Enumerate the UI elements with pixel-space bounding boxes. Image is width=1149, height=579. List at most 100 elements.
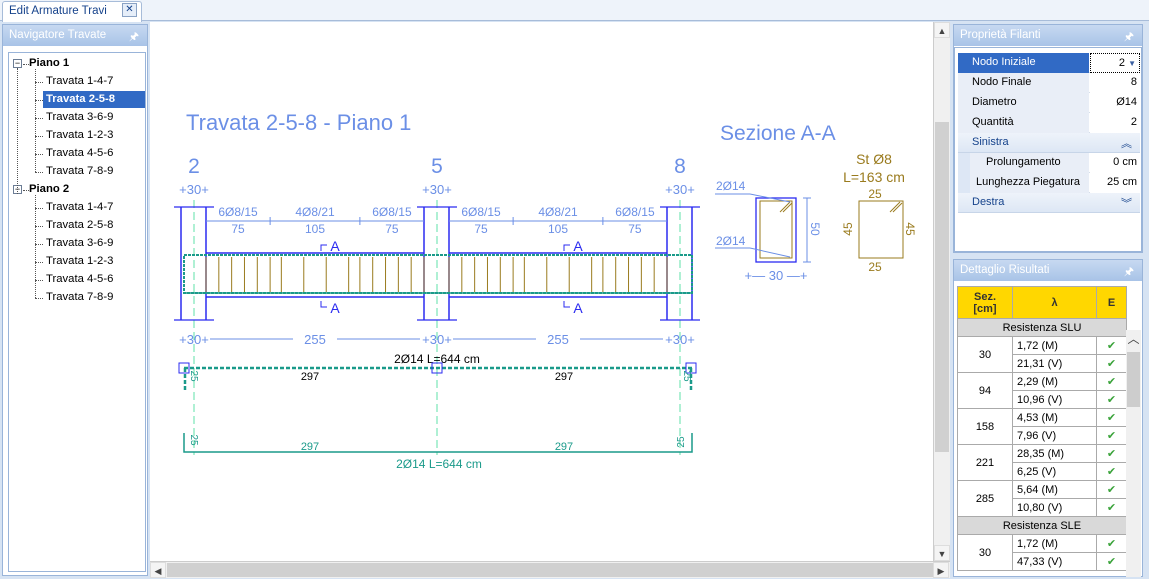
sez-cell: 94	[957, 372, 1013, 409]
navigator-panel: Navigatore Travate 🖈 −Piano 1 Travata 1-4-…	[2, 24, 148, 576]
tree-item[interactable]: Travata 3-6-9	[46, 111, 114, 123]
sez-cell: 30	[957, 336, 1013, 373]
tree-item[interactable]: Travata 7-8-9	[46, 291, 114, 303]
table-row[interactable]: 21,31 (V)✔	[958, 354, 1127, 373]
grip-handle[interactable]	[431, 362, 443, 374]
tree-item[interactable]: Travata 1-2-3	[46, 129, 114, 141]
pin-icon[interactable]: 🖈	[1123, 266, 1134, 278]
prop-label: Nodo Finale	[958, 73, 1089, 93]
line	[782, 202, 793, 213]
check-icon: ✔	[1096, 354, 1127, 373]
section-height: 50	[808, 222, 822, 236]
category-destra[interactable]: Destra︾	[958, 193, 1140, 213]
top-bar-label: 2Ø14 L=644 cm	[394, 352, 480, 366]
stirrup-shape	[858, 200, 904, 259]
collapse-icon[interactable]: ︽	[1121, 138, 1132, 150]
stirrup-zone-length: 105	[548, 222, 568, 236]
grip-handle[interactable]	[178, 362, 190, 374]
tree-item[interactable]: Travata 2-5-8	[46, 219, 114, 231]
prop-value[interactable]: 25 cm	[1090, 173, 1140, 193]
properties-title: Proprietà Filanti	[960, 29, 1041, 41]
col-header-lambda[interactable]: λ	[1012, 286, 1097, 319]
tree-item[interactable]: Travata 7-8-9	[46, 165, 114, 177]
table-row[interactable]: 47,33 (V)✔	[958, 552, 1127, 571]
table-row[interactable]: 10,80 (V)✔	[958, 498, 1127, 517]
prop-value[interactable]: 0 cm	[1090, 153, 1140, 173]
node-label: 8	[674, 155, 686, 178]
col-header-sez[interactable]: Sez. [cm]	[957, 286, 1013, 319]
section-mark-label: A	[573, 238, 583, 254]
segment-length: 297	[301, 371, 319, 383]
check-icon: ✔	[1096, 408, 1127, 427]
lambda-v-cell: 47,33 (V)	[1012, 552, 1097, 571]
section-mark-bottom	[320, 301, 327, 308]
sez-cell: 285	[957, 480, 1013, 517]
lambda-m-cell: 2,29 (M)	[1012, 372, 1097, 391]
check-icon: ✔	[1096, 462, 1127, 481]
stirrup-left-dim: 45	[841, 222, 855, 236]
tree-item[interactable]: Travata 1-4-7	[46, 75, 114, 87]
tab-edit-armature-travi[interactable]: Edit Armature Travi	[2, 1, 142, 22]
tree-item[interactable]: Travata 4-5-6	[46, 273, 114, 285]
scroll-thumb[interactable]	[1127, 352, 1140, 407]
results-scrollbar[interactable]: ︿	[1126, 330, 1141, 577]
tree-item[interactable]: Travata 4-5-6	[46, 147, 114, 159]
table-row[interactable]: 10,96 (V)✔	[958, 390, 1127, 409]
stirrup-zone-length: 75	[231, 222, 245, 236]
result-group-header: Resistenza SLU	[957, 318, 1127, 337]
category-sinistra[interactable]: Sinistra︽	[958, 133, 1140, 153]
prop-value[interactable]: 8	[1090, 73, 1140, 93]
stirrup-zone-length: 75	[628, 222, 642, 236]
section-mark-label: A	[330, 300, 340, 316]
check-icon: ✔	[1096, 426, 1127, 445]
stirrup-zone-label: 4Ø8/21	[295, 205, 335, 219]
lambda-v-cell: 21,31 (V)	[1012, 354, 1097, 373]
grip-handle[interactable]	[685, 362, 697, 374]
tree-item[interactable]: Travata 2-5-8	[43, 91, 145, 108]
chevron-down-icon[interactable]: ▼	[1128, 59, 1136, 68]
prop-value[interactable]: 2	[1090, 113, 1140, 133]
tree-group[interactable]: Piano 2	[29, 183, 70, 195]
col-header-e[interactable]: E	[1096, 286, 1127, 319]
collapse-icon[interactable]: −	[13, 58, 22, 68]
pin-icon[interactable]: 🖈	[1123, 31, 1134, 43]
nodo-iniziale-select[interactable]: 2 ▼	[1090, 53, 1140, 73]
vertical-scrollbar[interactable]: ▲ ▼	[933, 22, 950, 561]
expand-icon[interactable]: ︾	[1121, 198, 1132, 210]
scroll-up-icon[interactable]: ︿	[1127, 332, 1140, 346]
horizontal-scrollbar[interactable]: ◀ ▶	[150, 561, 950, 578]
close-tab-button[interactable]: ✕	[122, 3, 137, 17]
tree-item[interactable]: Travata 1-2-3	[46, 255, 114, 267]
prop-label: Nodo Iniziale	[958, 53, 1089, 73]
table-row[interactable]: 7,96 (V)✔	[958, 426, 1127, 445]
prop-value[interactable]: Ø14	[1090, 93, 1140, 113]
scroll-thumb[interactable]	[167, 563, 933, 577]
tree-item[interactable]: Travata 1-4-7	[46, 201, 114, 213]
scroll-left-icon[interactable]: ◀	[150, 562, 166, 578]
scroll-right-icon[interactable]: ▶	[933, 562, 949, 578]
tree-group[interactable]: Piano 1	[29, 57, 70, 69]
segment-length: 297	[555, 371, 573, 383]
prop-label: Quantità	[958, 113, 1089, 133]
scroll-thumb[interactable]	[935, 122, 949, 452]
scroll-up-icon[interactable]: ▲	[934, 22, 950, 38]
pin-icon[interactable]: 🖈	[128, 31, 139, 43]
section-mark-label: A	[573, 300, 583, 316]
navigator-title: Navigatore Travate	[9, 29, 107, 41]
scroll-down-icon[interactable]: ▼	[934, 545, 950, 561]
tree-item[interactable]: Travata 3-6-9	[46, 237, 114, 249]
